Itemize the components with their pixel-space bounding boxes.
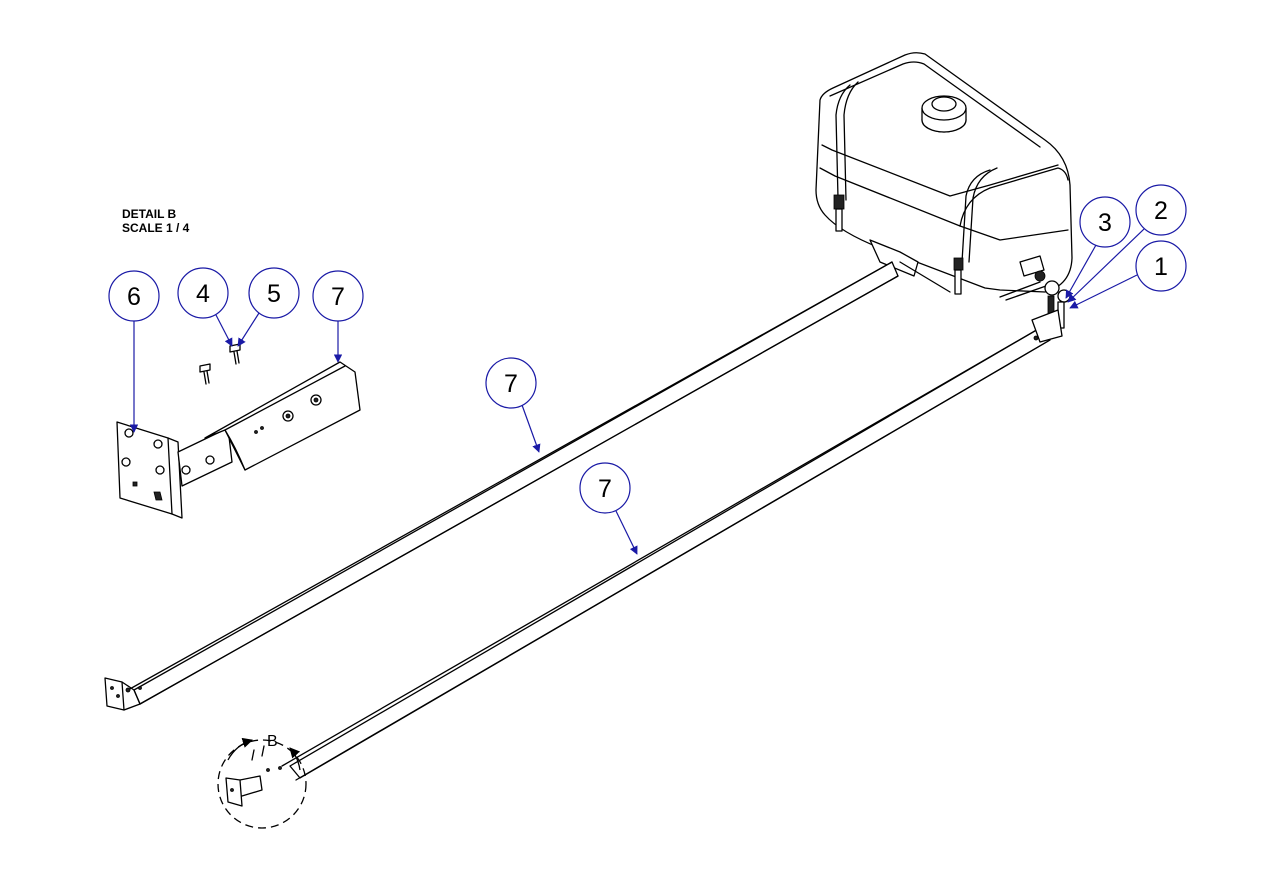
balloon-1-number: 1: [1154, 253, 1168, 281]
balloon-2-number: 2: [1154, 197, 1168, 225]
balloon-7-lower-number: 7: [598, 475, 612, 503]
detail-title: DETAIL B: [122, 207, 177, 221]
support-bar-upper: [104, 261, 899, 711]
balloon-3: 3: [1065, 196, 1131, 299]
balloon-7-upper-number: 7: [504, 370, 518, 398]
balloon-1: 1: [1069, 240, 1187, 309]
detail-b-indicator: B: [217, 733, 307, 829]
balloon-2: 2: [1067, 184, 1187, 303]
water-tank: [815, 52, 1073, 329]
balloon-6: 6: [108, 270, 160, 433]
balloon-7-detail: 7: [312, 270, 364, 363]
balloon-7-upper-bar: 7: [485, 357, 541, 453]
balloon-5: 5: [237, 267, 300, 347]
balloon-3-number: 3: [1098, 209, 1112, 237]
view-marker-label: B: [267, 733, 278, 750]
detail-scale: SCALE 1 / 4: [122, 221, 190, 235]
balloon-7-lower-bar: 7: [579, 462, 638, 555]
balloon-6-number: 6: [127, 283, 141, 311]
balloon-4-number: 4: [196, 280, 210, 308]
detail-b-view: [116, 343, 361, 519]
support-bar-lower: [225, 309, 1063, 807]
balloon-4: 4: [177, 267, 233, 347]
balloon-7-detail-number: 7: [331, 283, 345, 311]
balloon-5-number: 5: [267, 280, 281, 308]
